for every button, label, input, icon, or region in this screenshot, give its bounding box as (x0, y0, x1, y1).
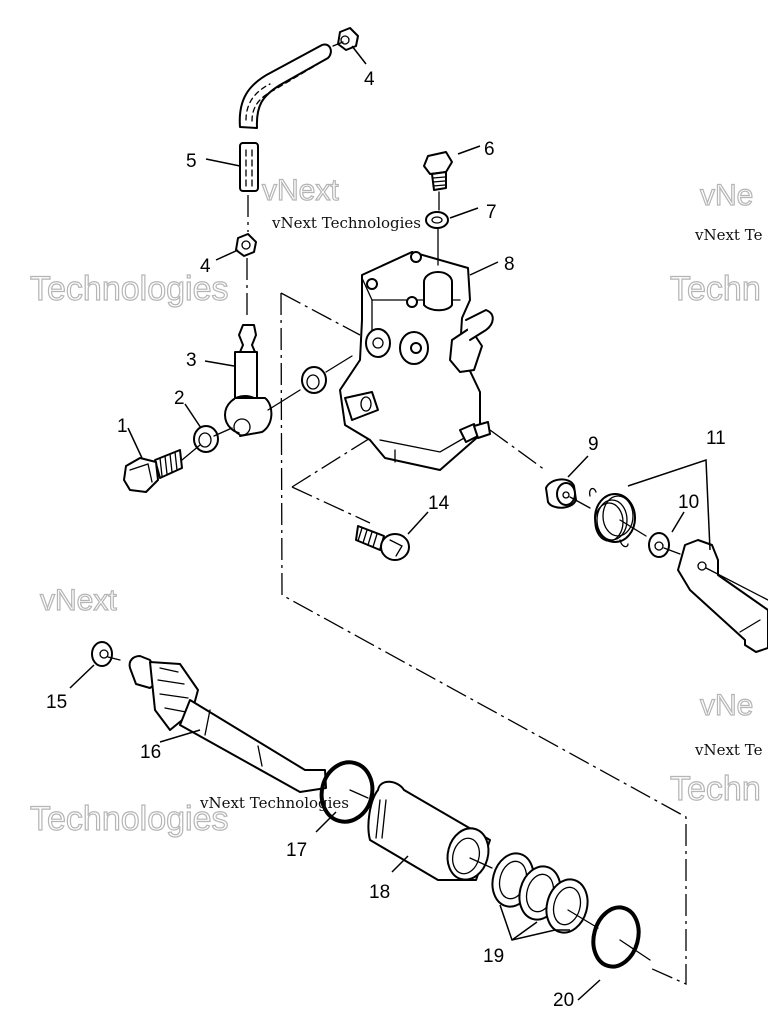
part-4-hose-clamp-top (332, 27, 359, 51)
watermark-outline-bottom-cut: Techn (670, 270, 761, 308)
part-6-bolt (423, 151, 453, 191)
callout-8[interactable]: 8 (504, 254, 515, 275)
leader-lines (69, 45, 711, 1001)
callout-4-middle[interactable]: 4 (200, 256, 211, 277)
callouts: 4 5 6 7 4 8 3 2 1 9 11 10 14 15 16 17 18… (46, 69, 726, 1011)
watermark-outline-bottom-2: Technologies (30, 800, 228, 838)
watermark-group-2: vNe Techn (669, 178, 761, 308)
callout-9[interactable]: 9 (588, 434, 599, 455)
callout-14[interactable]: 14 (428, 493, 450, 514)
callout-6[interactable]: 6 (484, 139, 495, 160)
callout-20[interactable]: 20 (553, 990, 574, 1011)
watermark-serif-1: vNext Technologies (271, 214, 421, 232)
washer-pump-inlet (301, 366, 327, 394)
watermark-serif-4: vNext Te (694, 741, 763, 759)
part-14-bolt (355, 525, 410, 561)
part-7-washer (425, 211, 449, 229)
watermark-group-4: vNe Techn (669, 688, 761, 808)
part-9-collar (545, 478, 577, 509)
callout-10[interactable]: 10 (678, 492, 699, 513)
callout-3[interactable]: 3 (186, 350, 197, 371)
watermark-outline-bottom-cut-2: Techn (670, 770, 761, 808)
callout-7[interactable]: 7 (486, 202, 497, 223)
watermark-outline-top: vNext (262, 174, 339, 207)
part-20-snap-ring (591, 905, 651, 969)
part-5-hose-straight (239, 142, 259, 192)
part-11-spring (588, 487, 636, 548)
callout-11[interactable]: 11 (706, 428, 726, 449)
watermark-outline-bottom: Technologies (30, 270, 228, 308)
callout-2[interactable]: 2 (174, 388, 185, 409)
callout-16[interactable]: 16 (140, 742, 161, 763)
part-19-washers (491, 852, 589, 934)
part-2-washer (193, 425, 219, 453)
callout-4-top[interactable]: 4 (364, 69, 375, 90)
part-16-drive-shaft (128, 655, 327, 793)
part-4-hose-clamp-middle (235, 233, 257, 257)
part-10-washer (648, 532, 670, 558)
assembly-boundary (280, 292, 687, 986)
watermark-group-3: vNext Technologies (29, 583, 229, 838)
part-5-hose-bent (238, 43, 332, 129)
watermark-serif-group: vNext Technologies vNext Te vNext Techno… (199, 214, 763, 812)
callout-17[interactable]: 17 (286, 840, 307, 861)
callout-1[interactable]: 1 (117, 416, 128, 437)
part-15-washer (91, 641, 113, 667)
callout-18[interactable]: 18 (369, 882, 390, 903)
watermark-serif-2: vNext Te (694, 226, 763, 244)
callout-5[interactable]: 5 (186, 151, 197, 172)
callout-15[interactable]: 15 (46, 692, 67, 713)
watermark-outline-top-cut-2: vNe (700, 689, 753, 722)
watermark-outline-top-cut: vNe (700, 179, 753, 212)
part-17-snap-ring (319, 760, 375, 824)
watermark-group-1: vNext Technologies (29, 173, 340, 308)
watermark-outline-top-2: vNext (40, 584, 117, 617)
part-3-banjo-fitting (224, 324, 273, 437)
watermark-serif-3: vNext Technologies (199, 794, 349, 812)
part-11-lever-arm (677, 539, 768, 653)
part-18-bushing (367, 780, 491, 881)
part-1-banjo-bolt (123, 449, 183, 493)
part-8-oil-pump-body (339, 251, 494, 471)
callout-19[interactable]: 19 (483, 946, 504, 967)
